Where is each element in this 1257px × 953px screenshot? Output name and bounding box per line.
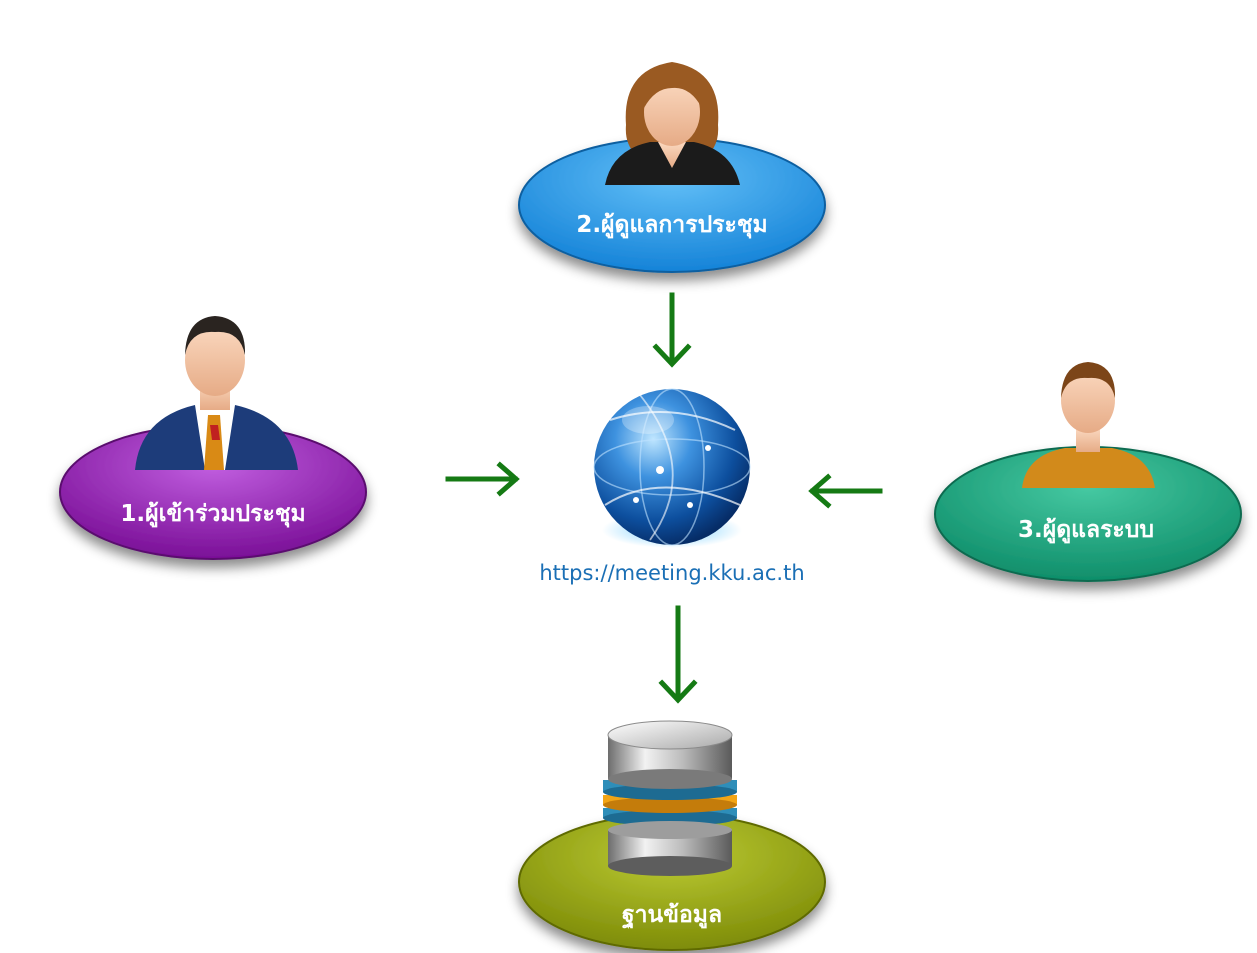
arrows	[445, 292, 883, 704]
globe-icon	[593, 388, 751, 546]
user-icon	[1022, 362, 1155, 488]
database-icon	[603, 720, 737, 876]
meeting-admin-label: 2.ผู้ดูแลการประชุม	[576, 212, 767, 239]
arrow-admin-to-web	[652, 292, 692, 368]
arrow-web-to-database	[658, 605, 698, 704]
system-admin-label: 3.ผู้ดูแลระบบ	[1018, 517, 1154, 544]
businessman-icon	[135, 316, 298, 470]
arrow-participant-to-web	[445, 461, 520, 497]
arrow-sysadmin-to-web	[808, 473, 883, 509]
meeting-admin-node: 2.ผู้ดูแลการประชุม	[518, 62, 826, 273]
participant-label: 1.ผู้เข้าร่วมประชุม	[120, 501, 305, 528]
participant-node: 1.ผู้เข้าร่วมประชุม	[59, 316, 367, 560]
businesswoman-icon	[605, 62, 740, 185]
system-admin-node: 3.ผู้ดูแลระบบ	[934, 362, 1242, 582]
web-server-node: https://meeting.kku.ac.th	[539, 388, 805, 585]
website-url: https://meeting.kku.ac.th	[539, 561, 804, 585]
database-label: ฐานข้อมูล	[622, 902, 722, 929]
database-node: ฐานข้อมูล	[518, 720, 826, 951]
